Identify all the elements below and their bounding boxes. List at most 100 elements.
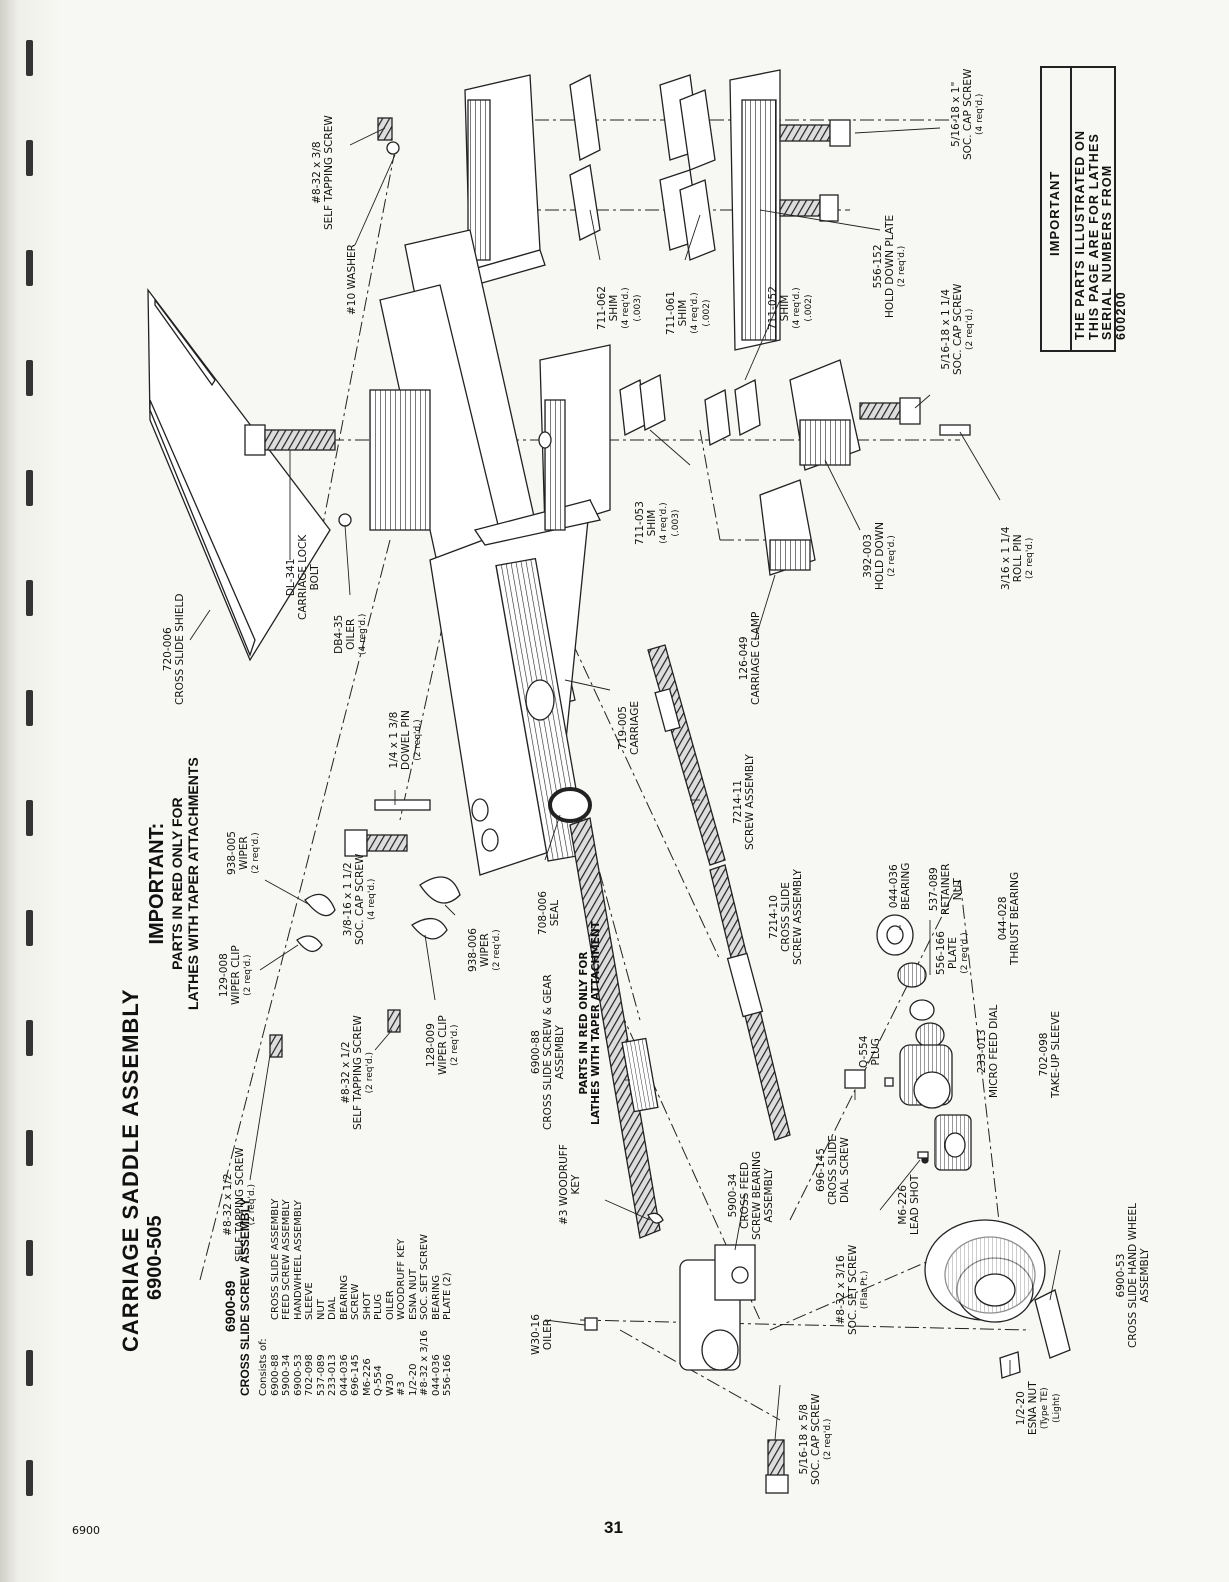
label-line: W30-16 <box>530 1314 542 1355</box>
label-line: (2 req'd.) <box>823 1418 833 1460</box>
label-oiler-db4-35: DB4-35 OILER (4 req'd.) <box>333 614 369 655</box>
label-line: CARRIAGE LOCK <box>297 534 309 620</box>
label-line: SCREW ASSEMBLY <box>744 754 756 850</box>
label-take-up-sleeve: 702-098 TAKE-UP SLEEVE <box>1038 1011 1062 1098</box>
page-title: CARRIAGE SADDLE ASSEMBLY 6900-505 <box>118 989 167 1352</box>
label-line: SOC. CAP SCREW <box>952 283 964 375</box>
list-part-desc: SOC. SET SCREW <box>419 1234 430 1320</box>
oiler-w30-16 <box>584 1317 598 1331</box>
label-line: (Type TE) <box>1040 1387 1050 1430</box>
label-line: 129-008 <box>218 953 230 998</box>
label-line: (2 req'd.) <box>897 245 907 288</box>
hold-down <box>759 359 861 576</box>
binding-hole <box>26 360 33 396</box>
label-line: ASSEMBLY <box>554 1025 566 1080</box>
label-hold-down: 392-003 HOLD DOWN (2 req'd.) <box>862 522 898 590</box>
binding-hole <box>26 1020 33 1056</box>
binding-hole <box>26 1240 33 1276</box>
label-line: (4 req'd.) <box>975 93 985 135</box>
taper-attachment-note: PARTS IN RED ONLY FOR LATHES WITH TAPER … <box>578 921 602 1125</box>
list-part-number: M6-226 <box>361 1358 373 1396</box>
label-line: 537-089 <box>928 867 940 912</box>
label-line: 1/2-20 <box>1015 1391 1027 1426</box>
label-line: (2 req'd.) <box>243 954 253 996</box>
important-box: IMPORTANT THE PARTS ILLUSTRATED ON THIS … <box>1040 66 1128 352</box>
dial-stack <box>844 914 972 1171</box>
label-line: 128-009 <box>425 1023 437 1068</box>
important-taper-note: IMPORTANT: PARTS IN RED ONLY FOR LATHES … <box>146 757 201 1010</box>
label-line: (2 req'd.) <box>365 1051 375 1094</box>
label-thrust-bearing: 044-028 THRUST BEARING <box>997 872 1021 965</box>
label-line: (.003) <box>671 509 681 537</box>
label-line: OILER <box>542 1318 554 1351</box>
important-box-text: THE PARTS ILLUSTRATED ON THIS PAGE ARE F… <box>1073 130 1128 340</box>
binding-hole <box>26 1130 33 1166</box>
label-line: THRUST BEARING <box>1009 871 1021 965</box>
label-line: NUT <box>952 878 964 901</box>
label-line: (Flat Pt.) <box>860 1270 870 1310</box>
seal <box>548 787 592 823</box>
label-cross-slide-screw-gear: 6900-88 CROSS SLIDE SCREW & GEAR ASSEMBL… <box>530 974 566 1130</box>
list-part-number: 556-166 <box>442 1354 453 1396</box>
label-line: 556-152 <box>872 244 884 289</box>
label-retainer-nut: 537-089 RETAINER NUT <box>928 863 964 915</box>
list-part-desc: WOODRUFF KEY <box>396 1238 407 1320</box>
label-wiper-clip-128-009: 128-009 WIPER CLIP (2 req'd.) <box>425 1015 461 1075</box>
screw-assembly-7214-11 <box>647 644 726 866</box>
binding-edge <box>0 0 60 1582</box>
label-line: DOWEL PIN <box>400 710 412 770</box>
label-line: SEAL <box>549 899 561 927</box>
binding-hole <box>26 40 33 76</box>
label-roll-pin: 3/16 x 1 1/4 ROLL PIN (2 req'd.) <box>1000 527 1036 590</box>
label-line: #10 WASHER <box>346 244 358 315</box>
label-line: SOC. CAP SCREW <box>810 1393 822 1485</box>
list-part-desc: PLATE (2) <box>442 1272 453 1320</box>
wipers <box>269 876 461 1058</box>
important-heading: IMPORTANT: <box>146 822 168 945</box>
label-line: 5/16-18 x 1" <box>950 81 962 147</box>
label-seal: 708-006 SEAL <box>537 891 561 935</box>
label-cross-slide-shield: 720-006 CROSS SLIDE SHIELD <box>162 594 186 705</box>
binding-hole <box>26 1460 33 1496</box>
label-line: (.002) <box>804 294 814 322</box>
label-line: SHIM <box>677 299 689 327</box>
label-line: PLUG <box>870 1038 882 1066</box>
label-line: SOC. CAP SCREW <box>354 853 366 945</box>
label-line: ESNA NUT <box>1027 1381 1039 1435</box>
label-line: 1/4 x 1 3/8 <box>388 711 400 769</box>
important-line-3: LATHES WITH TAPER ATTACHMENTS <box>185 757 201 1010</box>
label-line: ASSEMBLY <box>1139 1248 1151 1303</box>
cross-feed-bearing-assembly <box>647 1212 756 1371</box>
label-line: #3 WOODRUFF <box>558 1144 570 1225</box>
label-line: 556-166 <box>935 931 947 975</box>
label-line: (2 req'd.) <box>1025 537 1035 580</box>
label-lead-shot: M6-226 LEAD SHOT <box>897 1175 921 1235</box>
binding-hole <box>26 580 33 616</box>
label-cross-slide-dial-screw: 696-145 CROSS SLIDE DIAL SCREW <box>815 1135 851 1205</box>
label-woodruff-key: #3 WOODRUFF KEY <box>558 1144 582 1225</box>
label-line: (4 req'd.) <box>659 502 669 544</box>
label-line: 696-145 <box>815 1148 827 1192</box>
label-line: SHIM <box>608 294 620 322</box>
binding-hole <box>26 910 33 946</box>
label-line: 5/16-18 x 5/8 <box>798 1404 810 1475</box>
label-shim-711-053: 711-053 SHIM (4 req'd.) (.003) <box>634 501 682 545</box>
list-part-desc: BEARING <box>338 1274 350 1320</box>
label-line: M6-226 <box>897 1185 909 1225</box>
label-line: 711-062 <box>596 286 608 330</box>
cross-slide-shield <box>147 288 331 662</box>
label-line: (.003) <box>633 294 643 322</box>
label-esna-nut: 1/2-20 ESNA NUT (Type TE) (Light) <box>1015 1381 1063 1435</box>
list-part-desc: OILER <box>384 1290 396 1320</box>
label-line: (2 req'd.) <box>450 1024 460 1066</box>
label-line: (2 req'd.) <box>251 832 261 874</box>
label-cap-screw-5-16x1: 5/16-18 x 1" SOC. CAP SCREW (4 req'd.) <box>950 69 986 160</box>
footer-code: 6900 <box>72 1524 100 1537</box>
label-line: SOC. CAP SCREW <box>962 68 974 160</box>
label-line: 719-005 <box>617 706 629 750</box>
label-cap-screw-5-16x1-1-4: 5/16-18 x 1 1/4 SOC. CAP SCREW (2 req'd.… <box>940 284 976 375</box>
list-part-number: 044-036 <box>338 1354 350 1396</box>
label-carriage-clamp: 126-049 CARRIAGE CLAMP <box>738 612 762 705</box>
binding-hole <box>26 1350 33 1386</box>
hand-wheel <box>924 1219 1071 1379</box>
